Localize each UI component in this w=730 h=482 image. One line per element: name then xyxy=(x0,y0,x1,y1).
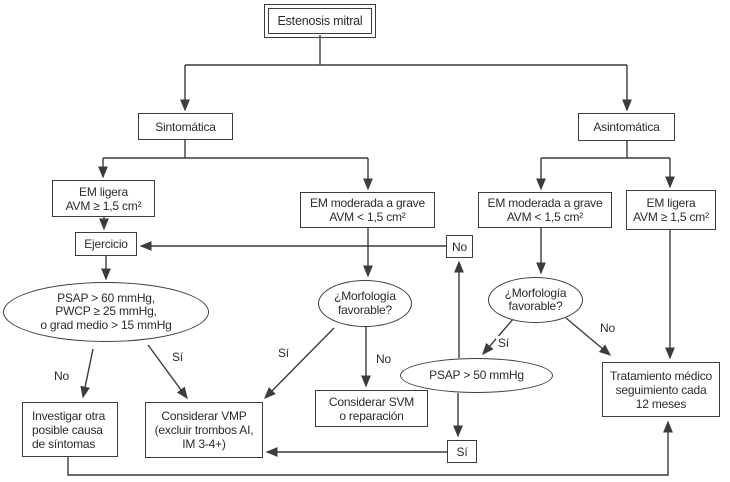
edge-label-right-si: Sí xyxy=(496,336,511,350)
node-no-box: No xyxy=(446,235,473,258)
decision-morfologia-mid: ¿Morfología favorable? xyxy=(318,280,412,327)
edge-label-right-no: No xyxy=(598,321,617,335)
decision-morfologia-right: ¿Morfología favorable? xyxy=(488,277,583,323)
node-ejercicio: Ejercicio xyxy=(75,232,137,256)
node-asintomatica: Asintomática xyxy=(578,113,675,141)
decision-hemodinamica: PSAP > 60 mmHg, PWCP ≥ 25 mmHg, o grad m… xyxy=(3,282,209,342)
edge-label-left-si: Sí xyxy=(170,350,185,364)
node-investigar-otra-causa: Investigar otra posible causa de síntoma… xyxy=(22,402,118,457)
edge-label-mid-si: Sí xyxy=(276,346,291,360)
node-sintomatica: Sintomática xyxy=(138,113,233,140)
node-considerar-svm: Considerar SVM o reparación xyxy=(315,390,428,427)
node-em-ligera-right: EM ligera AVM ≥ 1,5 cm² xyxy=(626,190,716,230)
node-si-box: Sí xyxy=(447,440,477,463)
node-considerar-vmp: Considerar VMP (excluir trombos AI, IM 3… xyxy=(145,402,263,458)
node-estenosis-mitral: Estenosis mitral xyxy=(264,4,376,38)
node-em-moderada-mid: EM moderada a grave AVM < 1,5 cm² xyxy=(300,192,435,228)
edge-label-left-no: No xyxy=(52,369,71,383)
node-em-ligera-left: EM ligera AVM ≥ 1,5 cm² xyxy=(52,180,155,217)
edge-label-mid-no: No xyxy=(374,352,393,366)
decision-psap50: PSAP > 50 mmHg xyxy=(400,358,553,393)
node-tratamiento-medico: Tratamiento médico seguimiento cada 12 m… xyxy=(602,362,720,417)
node-em-moderada-right: EM moderada a grave AVM < 1,5 cm² xyxy=(478,192,612,228)
